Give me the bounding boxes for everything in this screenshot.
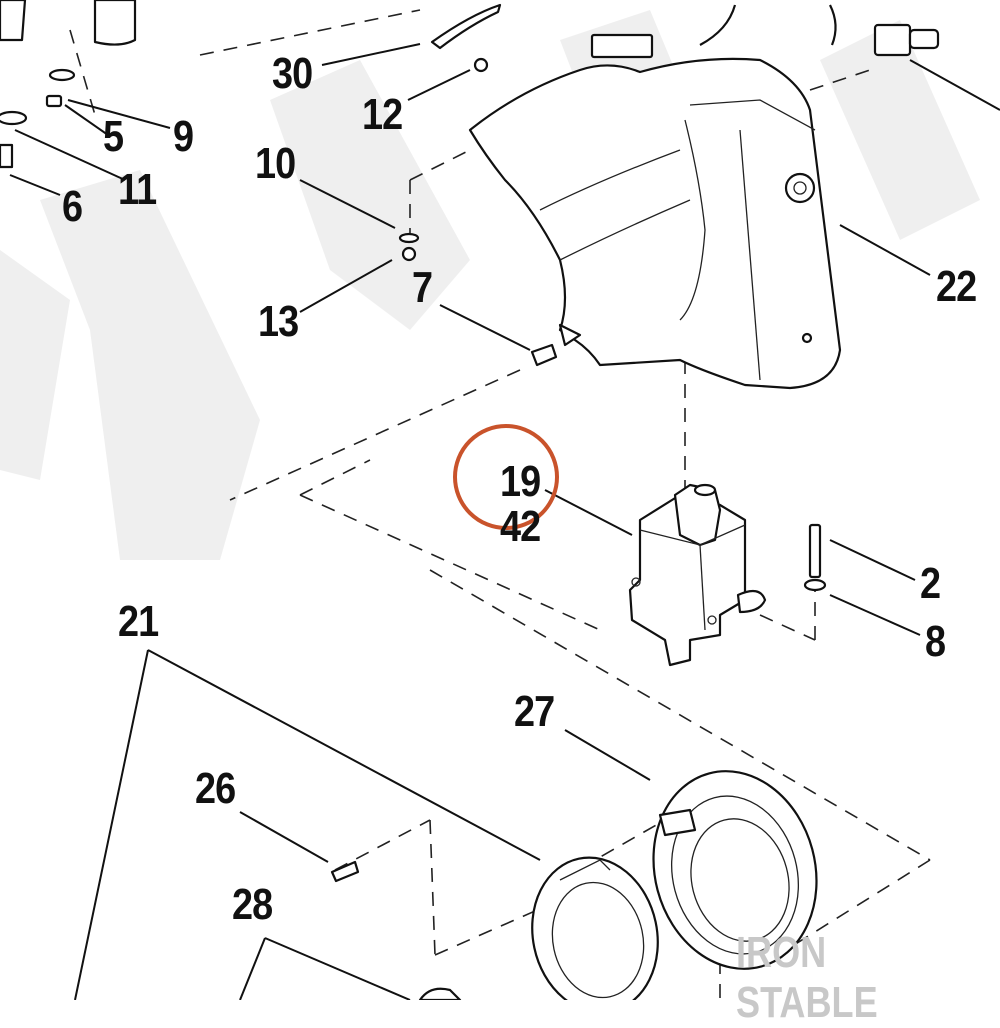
callout-6: 6 xyxy=(62,182,83,231)
callout-10: 10 xyxy=(255,139,296,188)
upper-left-bracket xyxy=(0,0,137,169)
callout-11: 11 xyxy=(118,165,157,214)
callout-2: 2 xyxy=(920,559,941,608)
callout-42: 42 xyxy=(500,502,541,551)
background-watermark xyxy=(0,10,980,560)
callout-12: 12 xyxy=(362,90,403,139)
callout-13: 13 xyxy=(258,297,299,346)
callout-5: 5 xyxy=(103,112,124,161)
callout-28: 28 xyxy=(232,880,273,929)
headlamp-housing xyxy=(468,33,842,390)
callout-27: 27 xyxy=(514,687,555,736)
callout-19: 19 xyxy=(500,457,541,506)
switch-assembly xyxy=(628,483,767,667)
trim-ring xyxy=(652,770,818,970)
callout-8: 8 xyxy=(925,617,946,666)
leader-lines xyxy=(9,43,1000,1000)
exploded-parts-diagram xyxy=(0,0,1000,1000)
callout-9: 9 xyxy=(173,112,194,161)
watermark-text: IRON STABLE xyxy=(736,928,878,1027)
headlamp-bucket xyxy=(418,856,659,1000)
callout-21: 21 xyxy=(118,597,159,646)
callout-30: 30 xyxy=(272,49,313,98)
highlight-circle xyxy=(453,424,559,530)
assembly-dashed-lines xyxy=(69,9,931,1000)
small-hardware xyxy=(330,3,940,883)
callout-26: 26 xyxy=(195,764,236,813)
callout-7: 7 xyxy=(412,263,433,312)
callout-22: 22 xyxy=(936,262,977,311)
